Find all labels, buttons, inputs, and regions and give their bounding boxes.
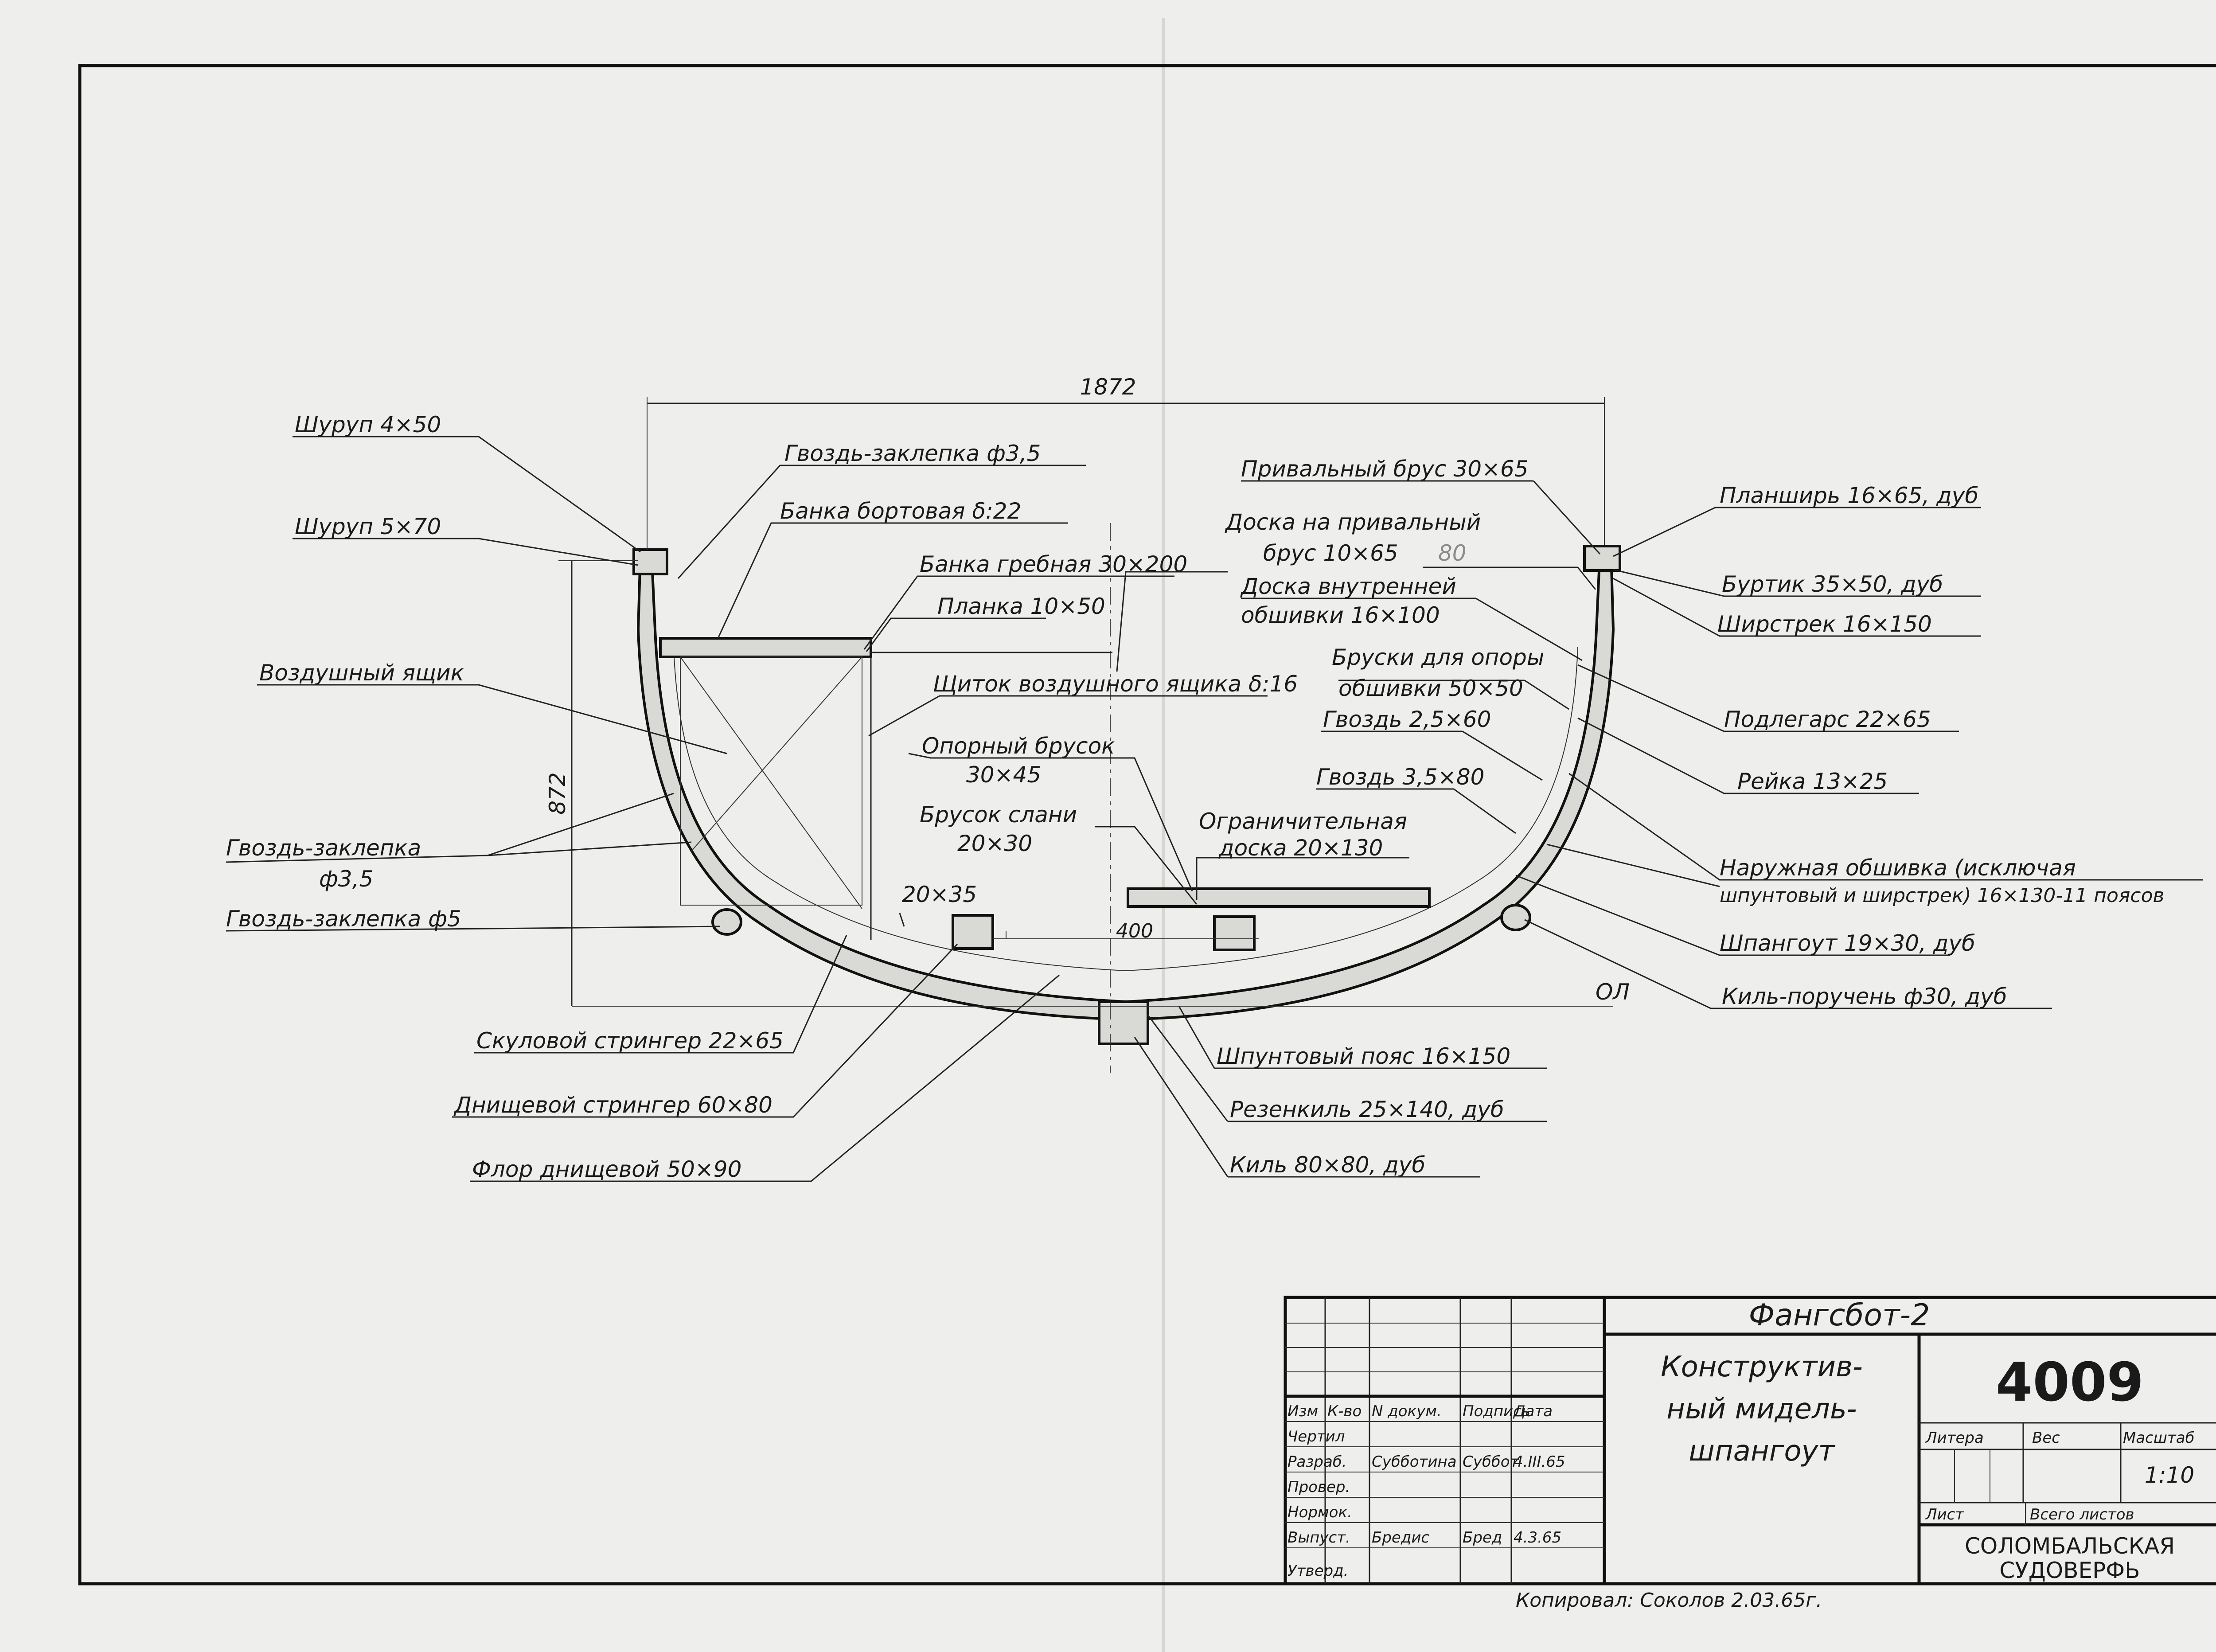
weight-label: Вес: [2032, 1429, 2060, 1447]
row-date-2: 4.III.65: [1514, 1453, 1565, 1471]
label-rail: Буртик 35×50, дуб: [1722, 571, 1943, 597]
label-rub-board-size: брус 10×65: [1263, 540, 1398, 566]
stringer-right: [1213, 915, 1256, 951]
row-role-3: Провер.: [1287, 1478, 1350, 1496]
label-20x35: 20×35: [902, 882, 977, 907]
label-sole-bar-size: 20×30: [957, 831, 1032, 856]
gunwale-left: [632, 548, 668, 575]
label-inner-lining-size: обшивки 16×100: [1241, 602, 1440, 628]
title-block: [1284, 1296, 2216, 1586]
dimension-lines: [558, 397, 1605, 1006]
label-plank: Планка 10×50: [937, 594, 1105, 619]
drawing-frame: [78, 64, 2216, 1586]
col-kvo: К-во: [1327, 1402, 1362, 1420]
row-role-5: Выпуст.: [1287, 1529, 1350, 1547]
label-screw-5x70: Шуруп 5×70: [295, 514, 441, 539]
label-nail-3-5: Гвоздь 3,5×80: [1316, 764, 1484, 790]
side-bench: [659, 637, 872, 658]
gunwale-right: [1583, 545, 1621, 572]
row-role-2: Разраб.: [1287, 1453, 1347, 1471]
label-side-bench: Банка бортовая δ:22: [780, 498, 1021, 524]
project-name: Фангсбот-2: [1749, 1298, 1930, 1333]
sole-board: [1127, 887, 1431, 908]
label-rivet-3-5: Гвоздь-заклепка ф3,5: [784, 441, 1041, 466]
label-floor: Флор днищевой 50×90: [472, 1156, 741, 1182]
leader-lines: [226, 436, 2203, 1182]
dim-width: 1872: [1080, 374, 1136, 400]
bilge-rail-left: [711, 908, 742, 936]
label-rowing-bench: Банка гребная 30×200: [920, 551, 1187, 577]
label-outer-planking: Наружная обшивка (исключая: [1720, 855, 2076, 881]
label-sole-bar: Брусок слани: [920, 802, 1077, 828]
row-name-2: Субботина: [1372, 1453, 1457, 1471]
sheets-total-label: Всего листов: [2030, 1506, 2134, 1523]
row-role-6: Утверд.: [1287, 1562, 1348, 1580]
bilge-rail-right: [1500, 904, 1531, 931]
label-rivet-nail: Гвоздь-заклепка: [226, 835, 421, 861]
col-izm: Изм: [1287, 1402, 1318, 1420]
label-nail-2-5: Гвоздь 2,5×60: [1323, 707, 1491, 732]
hull-section: [572, 523, 1621, 1073]
label-false-keel: Резенкиль 25×140, дуб: [1230, 1097, 1504, 1122]
col-sign: Подпись: [1463, 1402, 1530, 1420]
label-bilge-stringer: Скуловой стрингер 22×65: [476, 1028, 784, 1054]
dim-keel-offset: 400: [1116, 920, 1153, 942]
label-frame: Шпангоут 19×30, дуб: [1720, 930, 1975, 956]
org-line-1: СОЛОМБАЛЬСКАЯ: [1965, 1533, 2175, 1559]
col-doc: N докум.: [1372, 1402, 1442, 1420]
labels-right: Планширь 16×65, дуб Буртик 35×50, дуб Ши…: [1717, 483, 2164, 1009]
row-name-5: Бредис: [1372, 1529, 1429, 1547]
label-limit-board-size: доска 20×130: [1218, 835, 1383, 861]
label-air-box-shield: Щиток воздушного ящика δ:16: [933, 671, 1298, 697]
label-garboard: Шпунтовый пояс 16×150: [1217, 1043, 1510, 1069]
label-support-bars-size: обшивки 50×50: [1338, 676, 1523, 701]
label-screw-4x50: Шуруп 4×50: [295, 412, 441, 437]
litera-label: Литера: [1925, 1429, 1984, 1447]
labels-right-inner: Привальный брус 30×65 Доска на привальны…: [1225, 456, 1544, 790]
col-date: Дата: [1513, 1402, 1553, 1420]
label-rivet-nail-size: ф3,5: [319, 866, 373, 892]
label-limit-board: Ограничительная: [1199, 808, 1407, 834]
stringer-left: [952, 914, 994, 950]
scale-label: Масштаб: [2123, 1429, 2195, 1447]
waterline-label: ОЛ: [1596, 979, 1630, 1005]
label-inner-lining: Доска внутренней: [1240, 574, 1456, 599]
label-gunwale: Планширь 16×65, дуб: [1720, 483, 1978, 508]
labels-left: Шуруп 4×50 Шуруп 5×70 Воздушный ящик Гво…: [226, 412, 784, 1182]
label-support-bar-size: 30×45: [966, 762, 1041, 788]
keel: [1098, 1000, 1149, 1045]
label-rub-board: Доска на привальный: [1225, 509, 1481, 535]
row-role-4: Нормок.: [1287, 1504, 1352, 1521]
label-batten: Рейка 13×25: [1737, 769, 1888, 794]
label-bottom-stringer: Днищевой стрингер 60×80: [453, 1092, 772, 1118]
title-line-3: шпангоут: [1689, 1435, 1835, 1468]
label-stringer: Подлегарс 22×65: [1724, 707, 1931, 732]
title-line-1: Конструктив-: [1661, 1351, 1863, 1383]
labels-center: Гвоздь-заклепка ф3,5 Банка бортовая δ:22…: [780, 441, 1510, 1178]
inner-lining: [673, 647, 1578, 972]
row-sign-2: Суббот: [1463, 1453, 1519, 1471]
scale-value: 1:10: [2145, 1462, 2194, 1488]
label-outer-planking-spec: шпунтовый и ширстрек) 16×130-11 поясов: [1720, 884, 2164, 907]
title-line-2: ный мидель-: [1666, 1393, 1857, 1425]
label-support-bar: Опорный брусок: [922, 733, 1115, 759]
sheet-label: Лист: [1925, 1506, 1964, 1523]
label-rubbing-strake: Привальный брус 30×65: [1241, 456, 1529, 482]
row-date-5: 4.3.65: [1514, 1529, 1561, 1547]
org-line-2: СУДОВЕРФЬ: [1999, 1558, 2140, 1583]
label-sheer-strake: Ширстрек 16×150: [1717, 611, 1932, 637]
label-keel: Киль 80×80, дуб: [1230, 1152, 1425, 1178]
label-support-bars: Бруски для опоры: [1332, 644, 1544, 670]
label-air-box: Воздушный ящик: [259, 660, 464, 686]
doc-number: 4009: [1996, 1352, 2144, 1414]
row-role-1: Чертил: [1287, 1428, 1345, 1445]
label-rivet-nail-f5: Гвоздь-заклепка ф5: [226, 906, 461, 932]
air-box: [680, 656, 862, 906]
copied-by: Копировал: Соколов 2.03.65г.: [1516, 1589, 1822, 1612]
label-correction-80: 80: [1438, 540, 1467, 566]
row-sign-5: Бред: [1463, 1529, 1502, 1547]
label-bilge-keel: Киль-поручень ф30, дуб: [1722, 984, 2007, 1009]
dim-height: 872: [545, 772, 570, 814]
